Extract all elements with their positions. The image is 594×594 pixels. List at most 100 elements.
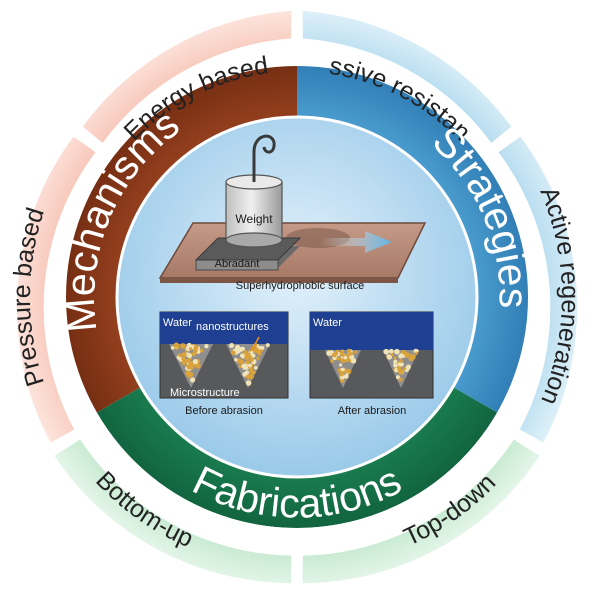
nanoparticle [386,354,391,359]
panel-after-abrasion: Water After abrasion [309,311,434,417]
segment-energy-based [80,9,293,145]
nanoparticle [388,348,394,354]
nanoparticle [231,350,236,355]
nanoparticle [345,368,352,375]
nanoparticle [239,359,245,365]
nanoparticle [265,343,270,348]
label-weight: Weight [235,212,273,226]
nanoparticle [238,364,243,369]
nanoparticle [229,343,234,349]
nanoparticle [186,342,192,348]
nanoparticle [399,362,404,367]
nanoparticle [189,347,193,351]
nanoparticle [383,348,390,355]
nanoparticle [398,369,404,375]
nanoparticle [404,353,408,357]
segment-pressure-based [15,134,98,445]
nanoparticle [240,353,245,359]
nanoparticle [393,362,398,368]
nanoparticle [339,363,343,367]
nanoparticle [248,363,252,368]
label-nanostructures: nanostructures [196,321,269,333]
nanoparticle [192,348,198,354]
nanoparticle [170,346,175,350]
nanoparticle [394,348,400,355]
caption-before-abrasion: Before abrasion [185,405,263,417]
nanoparticle [345,373,349,377]
caption-after-abrasion: After abrasion [338,405,406,417]
nanoparticle [190,377,196,383]
nanoparticle [393,359,398,364]
nanoparticle [185,370,191,377]
nanoparticle [336,356,341,361]
nanoparticle [248,373,254,380]
nanoparticle [244,370,250,375]
nanoparticle [253,347,259,353]
segment-bottom-up [52,437,293,585]
nanoparticle [181,344,186,348]
label-abradant: Abradant [215,258,260,270]
panel-before-abrasion: Water nanostructures Microstructure Befo… [159,311,289,417]
label-microstructure: Microstructure [170,387,240,399]
nanoparticle [398,359,403,364]
center-disk [115,115,479,479]
nanoparticle [338,371,344,377]
label-surface: Superhydrophobic surface [236,280,364,292]
nanoparticle [340,352,345,357]
nanoparticle [340,349,345,354]
nanoparticle [237,349,241,354]
nanoparticle [398,377,403,382]
nanoparticle [242,365,247,370]
nanoparticle [204,344,209,349]
weight-icon [225,181,283,241]
direction-arrow-icon [320,231,392,253]
nanoparticle [192,359,198,365]
nanoparticle [186,364,192,370]
nanoparticle [260,345,265,350]
label-water-right: Water [313,317,342,329]
nanoparticle [234,357,238,362]
hook-icon [252,134,276,182]
nanoparticle [173,342,179,348]
nanoparticle [393,356,397,360]
nanoparticle [243,350,248,355]
nanoparticles [170,342,270,386]
segment-passive-resistance [301,9,514,145]
nanoparticle [248,356,255,362]
nanoparticle [398,353,403,359]
nanoparticle [256,356,260,360]
nanoparticle [354,350,358,354]
nanoparticle [330,359,334,363]
nanoparticle [249,369,254,375]
nanoparticle [245,380,252,386]
segment-top-down [301,437,542,585]
nanoparticle [349,354,355,360]
nanoparticle [331,352,337,358]
nanoparticle [195,363,201,369]
label-water-left: Water [163,317,192,329]
nanoparticle [339,378,345,383]
nanoparticle [390,352,394,357]
nanoparticle [244,354,250,360]
abrasion-illustration: Weight Abradant Superhydrophobic surface [158,134,427,292]
nanoparticle [253,365,258,370]
nanoparticle [251,353,256,358]
nanoparticle [187,353,192,359]
nanoparticle [181,356,186,362]
nanoparticle [247,352,251,357]
nanoparticle [343,356,348,360]
segment-active-regeneration [496,134,579,445]
nanoparticle [410,354,416,360]
nanoparticles [326,348,419,383]
nanoparticle [346,348,352,354]
nanoparticle [178,353,182,357]
nanoparticle [245,360,250,365]
nanoparticle [349,352,353,356]
nanoparticle [181,352,187,358]
nanoparticle [199,348,204,353]
nanoparticle [414,351,418,355]
nanoparticle [402,367,407,371]
nanoparticle [341,367,345,372]
